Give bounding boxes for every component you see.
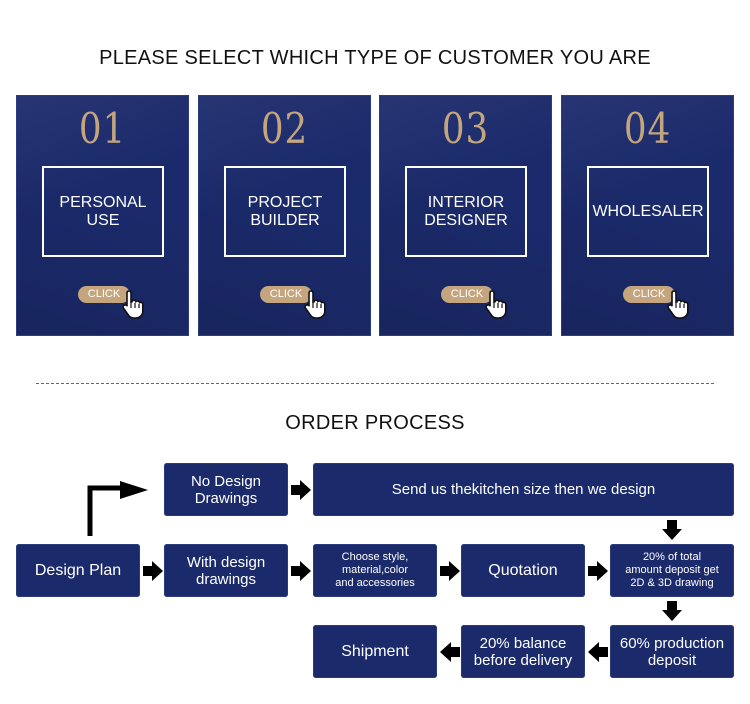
step-choose-style: Choose style, material,color and accesso… (313, 544, 437, 597)
pointer-hand-icon (667, 290, 689, 319)
customer-type-heading: PLEASE SELECT WHICH TYPE OF CUSTOMER YOU… (99, 47, 651, 69)
card-label: WHOLESALER (587, 166, 709, 257)
card-number: 02 (260, 104, 309, 153)
step-deposit-20: 20% of total amount deposit get 2D & 3D … (610, 544, 734, 597)
card-number: 04 (623, 104, 672, 153)
step-send-kitchen-size: Send us thekitchen size then we design (313, 463, 734, 516)
arrow-left-icon (588, 642, 608, 662)
step-no-design-drawings: No Design Drawings (164, 463, 288, 516)
card-personal-use[interactable]: 01 PERSONAL USE CLICK (16, 95, 189, 336)
card-label: PERSONAL USE (42, 166, 164, 257)
step-design-plan: Design Plan (16, 544, 140, 597)
arrow-left-icon (440, 642, 460, 662)
card-wholesaler[interactable]: 04 WHOLESALER CLICK (561, 95, 734, 336)
step-production-60: 60% production deposit (610, 625, 734, 678)
pointer-hand-icon (485, 290, 507, 319)
click-button[interactable]: CLICK (78, 286, 130, 303)
arrow-right-icon (440, 561, 460, 581)
card-label: PROJECT BUILDER (224, 166, 346, 257)
card-number: 03 (441, 104, 490, 153)
click-button[interactable]: CLICK (441, 286, 493, 303)
pointer-hand-icon (122, 290, 144, 319)
arrow-right-icon (291, 561, 311, 581)
card-interior-designer[interactable]: 03 INTERIOR DESIGNER CLICK (379, 95, 552, 336)
arrow-down-icon (662, 520, 682, 540)
step-with-design-drawings: With design drawings (164, 544, 288, 597)
card-project-builder[interactable]: 02 PROJECT BUILDER CLICK (198, 95, 371, 336)
click-button[interactable]: CLICK (623, 286, 675, 303)
arrow-down-icon (662, 601, 682, 621)
card-number: 01 (78, 104, 127, 153)
click-button[interactable]: CLICK (260, 286, 312, 303)
step-shipment: Shipment (313, 625, 437, 678)
step-balance-20: 20% balance before delivery (461, 625, 585, 678)
arrow-right-icon (143, 561, 163, 581)
step-quotation: Quotation (461, 544, 585, 597)
pointer-hand-icon (304, 290, 326, 319)
card-label: INTERIOR DESIGNER (405, 166, 527, 257)
arrow-right-icon (588, 561, 608, 581)
arrow-right-icon (291, 480, 311, 500)
order-process-heading: ORDER PROCESS (285, 412, 465, 434)
section-divider (36, 383, 714, 384)
elbow-arrow-icon (87, 481, 148, 536)
